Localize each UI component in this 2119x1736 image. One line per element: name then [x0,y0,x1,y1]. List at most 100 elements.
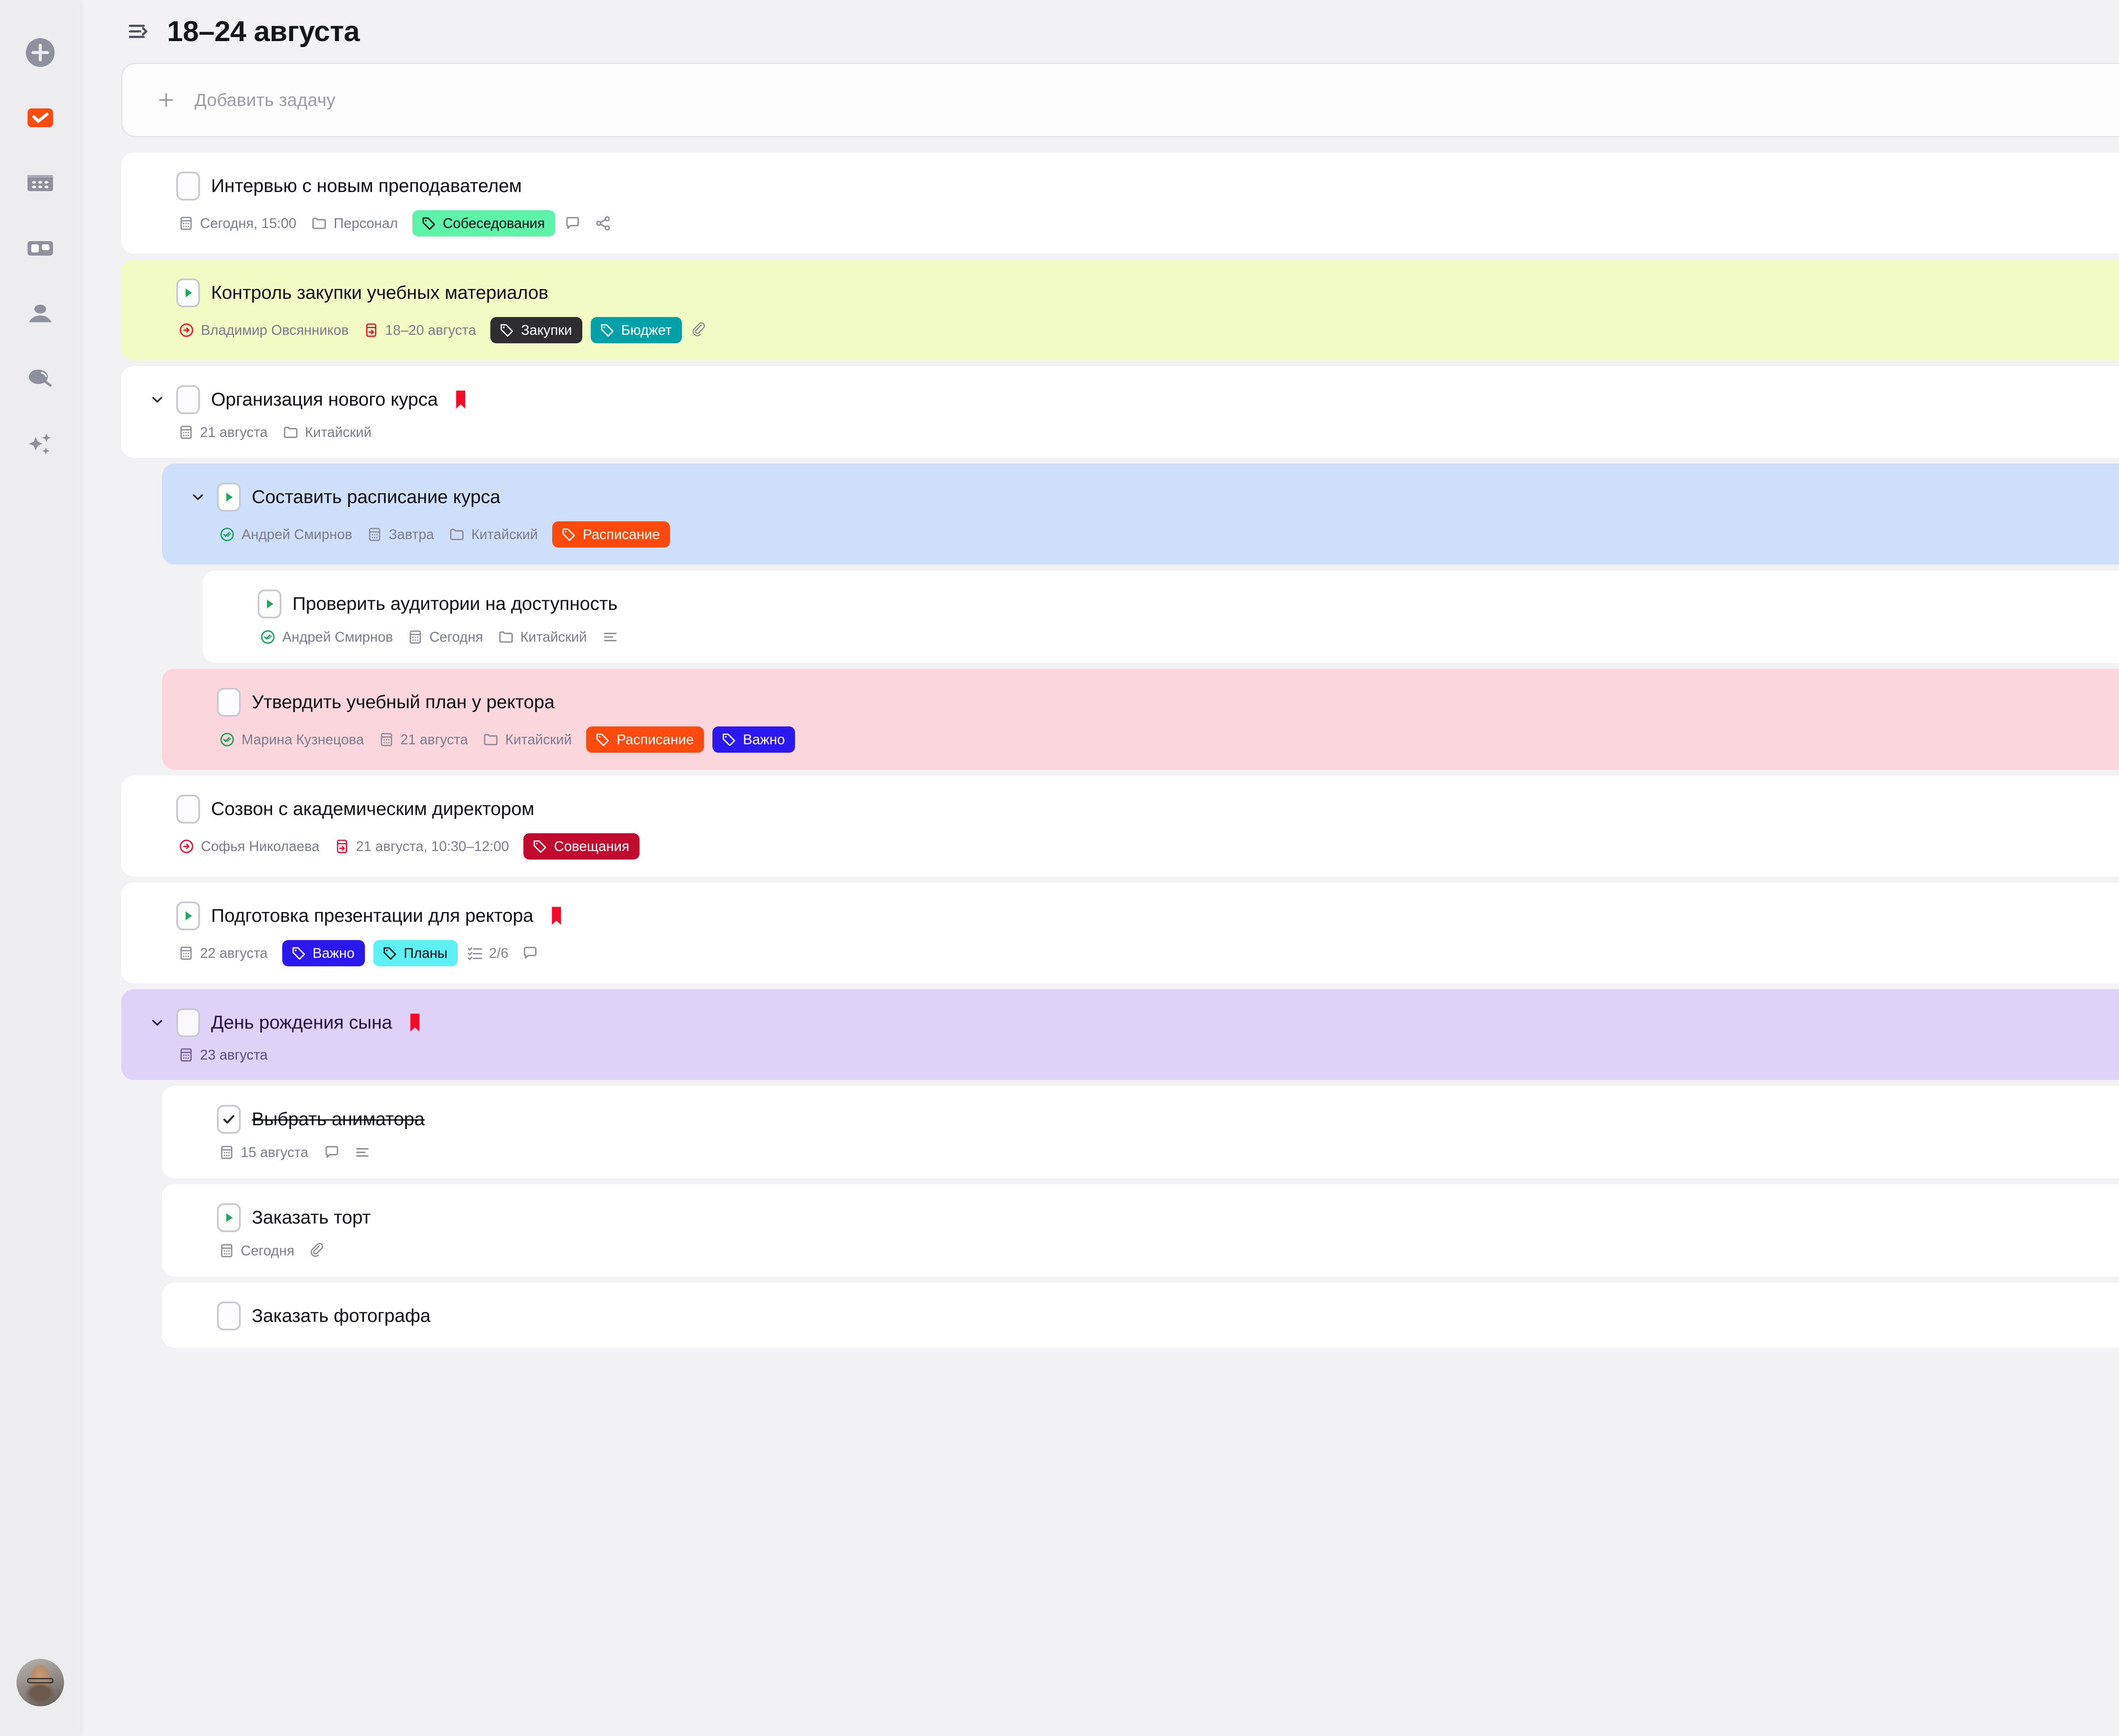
task-tag[interactable]: Собеседования [412,210,555,236]
task-title: Выбрать аниматора [252,1109,425,1130]
folder-icon [498,629,514,645]
task-title-row: Подготовка презентации для ректора [147,901,2119,931]
play-icon [181,285,196,300]
task-row[interactable]: День рождения сына 23 августа [121,989,2119,1080]
task-start-button[interactable] [176,901,200,930]
task-indicator-description[interactable] [601,628,619,646]
expand-toggle[interactable] [147,1013,167,1032]
task-meta-assignee[interactable]: Андрей Смирнов [219,526,352,543]
task-meta-assignee[interactable]: Андрей Смирнов [259,629,393,645]
task-meta-row: Сегодня, 15:00 Персонал Собеседования [147,210,2119,236]
task-tag[interactable]: Совещания [523,833,640,860]
task-checkbox[interactable] [176,795,200,823]
task-indicator-comment[interactable] [564,214,581,232]
task-row[interactable]: Заказать фотографа [162,1283,2119,1348]
task-checkbox-checked[interactable] [217,1105,241,1134]
task-meta-date[interactable]: 21 августа [378,732,468,748]
task-meta-date[interactable]: 23 августа [178,1047,268,1063]
task-start-button[interactable] [217,483,241,512]
sidebar-add-button[interactable] [17,30,63,75]
task-meta-text: 21 августа [400,732,468,747]
task-meta-project[interactable]: Китайский [482,731,572,748]
task-tag[interactable]: Бюджет [590,317,682,343]
task-indicator-attachment[interactable] [309,1242,326,1260]
calendar-small-icon [178,1047,194,1063]
task-title-row: День рождения сына [147,1008,2119,1038]
task-meta-daterange[interactable]: 18–20 августа [363,322,476,338]
task-checkbox[interactable] [217,1302,241,1330]
sidebar-item-contacts[interactable] [17,291,63,337]
task-meta-project[interactable]: Персонал [311,215,398,232]
task-tag[interactable]: Расписание [552,521,670,548]
task-start-button[interactable] [217,1203,241,1232]
task-indicator-comment[interactable] [323,1143,341,1161]
task-row[interactable]: Подготовка презентации для ректора 22 авг… [121,882,2119,983]
task-meta-project[interactable]: Китайский [498,629,587,645]
main-area: 18–24 августа [81,0,2119,1736]
task-row[interactable]: Выбрать аниматора 15 августа [162,1086,2119,1178]
task-meta-date[interactable]: 15 августа [219,1144,309,1160]
task-tag[interactable]: Расписание [586,726,704,753]
task-title: Контроль закупки учебных материалов [211,282,548,303]
task-indicator-checklist[interactable]: 2/6 [466,944,509,962]
task-meta-project[interactable]: Китайский [282,424,372,441]
calendar-small-icon [178,945,194,961]
task-meta-text: Софья Николаева [201,838,320,854]
chevron-down-icon [148,391,166,409]
check-circle-green-icon [219,731,236,748]
sidebar-item-tasks[interactable] [17,95,63,141]
task-start-button[interactable] [258,590,281,618]
task-tag[interactable]: Планы [373,940,458,966]
task-checkbox[interactable] [176,385,200,414]
tag-icon [421,215,437,231]
task-indicator-attachment[interactable] [690,321,708,339]
task-meta-date[interactable]: Завтра [367,526,434,542]
task-meta-daterange[interactable]: 21 августа, 10:30–12:00 [334,838,509,854]
task-meta-date[interactable]: 22 августа [178,945,268,961]
task-indicator-description[interactable] [353,1143,371,1161]
task-checkbox[interactable] [176,1008,200,1037]
task-meta-date[interactable]: 21 августа [178,424,268,440]
task-tag[interactable]: Важно [282,940,365,966]
task-meta-assignee[interactable]: Владимир Овсянников [178,322,349,339]
calendar-small-icon [178,424,194,440]
task-indicator-comment[interactable] [521,944,539,962]
list-arrow-icon[interactable] [126,19,151,44]
sidebar-item-ai[interactable] [17,421,63,467]
task-checkbox[interactable] [217,688,241,717]
sidebar-item-calendar[interactable] [17,160,63,206]
task-meta-assignee[interactable]: Марина Кузнецова [219,731,364,748]
add-task-row[interactable]: Добавить задачу [121,63,2119,137]
folder-icon [448,526,465,543]
task-meta-project[interactable]: Китайский [448,526,538,543]
sidebar-item-board[interactable] [17,225,63,271]
task-meta-assignee[interactable]: Софья Николаева [178,838,320,855]
task-meta-date[interactable]: Сегодня [407,629,483,645]
task-checkbox[interactable] [176,172,200,200]
task-title-row: Интервью с новым преподавателем [147,171,2119,201]
sidebar-item-search[interactable] [17,356,63,402]
task-meta-text: Персонал [334,215,398,231]
date-arrow-red-icon [334,838,350,854]
task-title: Проверить аудитории на доступность [292,593,618,614]
task-indicator-share[interactable] [594,214,612,232]
avatar[interactable] [17,1659,64,1706]
expand-toggle[interactable] [147,390,167,409]
task-tag-label: Расписание [617,732,694,747]
tag-icon [599,322,615,338]
task-tag[interactable]: Закупки [490,317,582,343]
comment-icon [564,214,581,232]
task-meta-date[interactable]: Сегодня [219,1243,294,1259]
expand-toggle[interactable] [188,487,208,507]
task-tag[interactable]: Важно [712,726,795,753]
task-start-button[interactable] [176,278,200,307]
task-meta-date[interactable]: Сегодня, 15:00 [178,215,296,231]
